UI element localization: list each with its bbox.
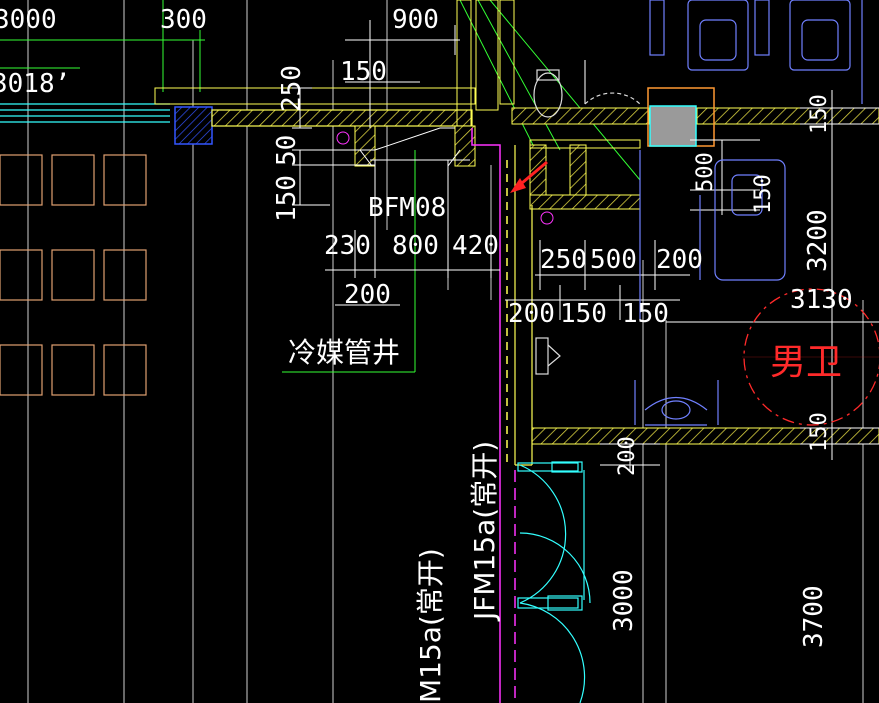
dim-3000-v: 3000	[609, 569, 639, 632]
toilet-fixture-icon	[533, 60, 641, 375]
dim-50-v: 50	[272, 135, 302, 166]
window-code: 3018’	[0, 69, 70, 99]
top-dimension-lines	[0, 0, 641, 373]
dim-500-a: 500	[590, 245, 637, 275]
room-mark-circle	[743, 288, 879, 426]
dim-150-b: 150	[560, 299, 607, 329]
window-strip	[0, 103, 170, 123]
dim-800: 800	[392, 231, 439, 261]
dim-500-v: 500	[693, 152, 718, 192]
dim-3200-v: 3200	[803, 209, 833, 272]
dim-150-c: 150	[622, 299, 669, 329]
door-jfm-right-label: JFM15a(常开)	[468, 441, 501, 622]
dim-3700-v: 3700	[799, 585, 829, 648]
dim-250-v: 250	[277, 65, 307, 112]
dim-150-v4: 150	[807, 412, 832, 452]
hatched-column-icon	[174, 106, 213, 145]
labels: 3000 300 3018’ 900 150 250 50 150 BFM08 …	[0, 5, 853, 703]
dim-3130: 3130	[790, 285, 853, 315]
door-jfm-left-label: M15a(常开)	[414, 548, 447, 703]
dim-150-v2: 150	[751, 174, 776, 214]
dim-230: 230	[324, 231, 371, 261]
dim-200-b: 200	[656, 245, 703, 275]
shaft-detail	[336, 127, 554, 225]
dim-150-a: 150	[340, 57, 387, 87]
dim-300: 300	[160, 5, 207, 35]
wall-top	[154, 0, 879, 466]
dim-200-c: 200	[508, 299, 555, 329]
dim-150-v: 150	[272, 175, 302, 222]
door-bfm-label: BFM08	[368, 193, 446, 223]
fixtures	[634, 0, 863, 426]
magenta-lines	[471, 128, 516, 703]
door-swing-arc-icon	[517, 461, 591, 703]
dim-150-v3: 150	[807, 94, 832, 134]
shaft-label: 冷媒管井	[288, 336, 400, 369]
room-mark: 男卫	[770, 342, 842, 383]
dim-900: 900	[392, 5, 439, 35]
dim-420: 420	[452, 231, 499, 261]
dim-200-a: 200	[344, 280, 391, 310]
dim-250-b: 250	[540, 245, 587, 275]
dim-3000: 3000	[0, 5, 57, 35]
grey-column	[649, 105, 697, 147]
left-room-grid	[0, 154, 147, 396]
dimension-lines	[292, 20, 879, 470]
red-arrow-icon	[510, 160, 548, 193]
dim-200-v: 200	[615, 436, 640, 476]
